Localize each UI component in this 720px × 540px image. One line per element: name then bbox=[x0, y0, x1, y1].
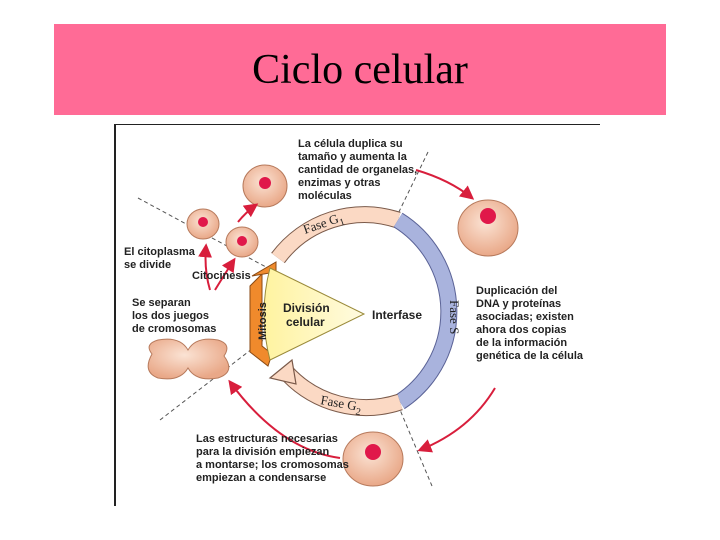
dashed-line-upper bbox=[137, 197, 291, 281]
arrow-g1-to-s bbox=[415, 169, 475, 200]
g2-arc bbox=[280, 366, 403, 415]
division-wedge bbox=[263, 267, 366, 361]
division-celular-label: División celular bbox=[283, 301, 333, 329]
top-description: La célula duplica su tamaño y aumenta la… bbox=[298, 138, 420, 202]
separan-label: Se separan los dos juegos de cromosomas bbox=[132, 297, 216, 335]
arrow-s-to-g2 bbox=[417, 387, 496, 453]
citoplasma-label: El citoplasma se divide bbox=[124, 246, 198, 271]
mitosis-label: Mitosis bbox=[257, 302, 269, 340]
title-band: Ciclo celular bbox=[54, 24, 666, 115]
g2-arrowhead bbox=[268, 358, 297, 385]
g1-arc bbox=[271, 207, 401, 263]
arrow-g2-to-mitosis bbox=[228, 379, 341, 459]
figure-border-left bbox=[114, 124, 116, 506]
arrow-cytokinesis-right bbox=[214, 257, 236, 291]
svg-text:Fase G2: Fase G2 bbox=[319, 392, 363, 418]
figure-border-top bbox=[114, 124, 600, 125]
arrow-cytokinesis-left bbox=[198, 243, 213, 291]
interfase-label: Interfase bbox=[372, 308, 422, 322]
right-description: Duplicación del DNA y proteínas asociada… bbox=[476, 285, 584, 362]
bottom-description: Las estructuras necesarias para la divis… bbox=[196, 433, 352, 484]
cell-dividing bbox=[147, 338, 230, 380]
fase-g2-label: Fase G2 bbox=[319, 392, 363, 418]
slide-title: Ciclo celular bbox=[252, 46, 468, 93]
cell-small-upper bbox=[186, 208, 220, 240]
cell-right-top bbox=[457, 199, 519, 257]
cell-small-lower bbox=[225, 226, 259, 258]
cell-bottom bbox=[342, 431, 404, 487]
arrow-division-to-g1 bbox=[237, 203, 259, 223]
dashed-line-bottom-right bbox=[397, 404, 433, 487]
s-arc bbox=[393, 213, 457, 409]
svg-text:Fase S: Fase S bbox=[447, 300, 462, 334]
dashed-line-top-right bbox=[394, 151, 429, 221]
cell-top-left-large bbox=[242, 164, 288, 208]
fase-s-label: Fase S bbox=[447, 300, 462, 334]
citocinesis-label: Citocinesis bbox=[192, 270, 251, 282]
